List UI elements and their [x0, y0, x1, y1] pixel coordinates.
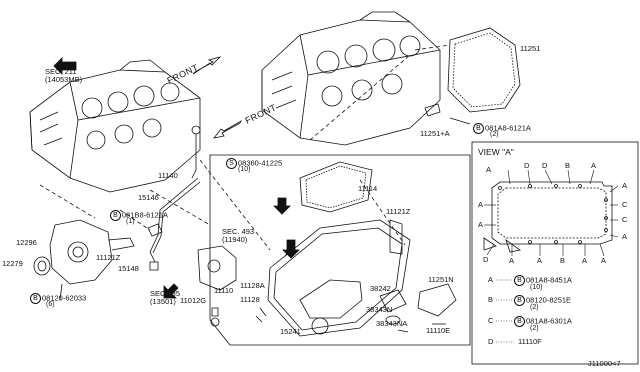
- view-a-bottom-marker: A: [582, 256, 588, 265]
- legend-dots: [496, 279, 514, 343]
- view-a-right-marker: C: [622, 215, 628, 224]
- sec135-ref: (13501): [150, 297, 176, 306]
- leader-lines: [39, 44, 451, 251]
- part-12279: 12279: [2, 259, 23, 268]
- bracket-11251n: [417, 283, 457, 325]
- oil-dipstick: [149, 125, 201, 263]
- b-circle-icon: B: [514, 295, 525, 306]
- part-11121z-left: 11121Z: [96, 253, 121, 262]
- cylinder-block-center: [261, 11, 441, 146]
- b-circle-icon: B: [514, 316, 525, 327]
- sec211-ref: (14053MB): [45, 75, 83, 84]
- oil-strainer: [379, 289, 409, 333]
- view-a-marker-leaders: [484, 169, 619, 257]
- oil-filter: [147, 223, 163, 271]
- legend-key: D: [488, 337, 494, 346]
- part-11251: 11251: [520, 44, 541, 53]
- legend-key: C: [488, 316, 494, 325]
- view-a-oilpan-outline: [483, 181, 613, 253]
- part-15241: 15241: [280, 327, 301, 336]
- legend-part: 11110F: [518, 337, 542, 346]
- bolt-b-left-qty: (6): [46, 301, 55, 308]
- sec135-label: SEC.135: [150, 289, 181, 298]
- legend-key: B: [488, 295, 494, 304]
- bolt-b-right-qty: (2): [490, 131, 499, 138]
- bolt-b-mid-qty: (1): [126, 218, 135, 225]
- sec493-label: SEC. 493: [222, 227, 255, 236]
- sec211-label: SEC. 211: [45, 67, 77, 76]
- view-a-top-marker: D: [542, 161, 548, 170]
- part-15146: 15146: [138, 193, 159, 202]
- b-circle-icon: B: [514, 275, 525, 286]
- part-11012g: 11012G: [180, 296, 207, 305]
- oil-pan: [255, 219, 411, 337]
- cylinder-block-left: [29, 59, 201, 193]
- view-a-bottom-marker: A: [509, 256, 515, 265]
- part-11114: 11114: [358, 184, 378, 193]
- view-a-top-marker: B: [565, 161, 571, 170]
- legend-qty: (2): [530, 304, 539, 311]
- part-38343n: 38343N: [366, 305, 393, 314]
- b-circle-icon: B: [473, 123, 484, 134]
- view-a-bottom-left-marker: D: [483, 255, 489, 264]
- b-circle-icon: B: [30, 293, 41, 304]
- view-a-left-marker: A: [478, 220, 484, 229]
- group-frame: [209, 154, 471, 346]
- part-38343na: 38343NA: [376, 319, 408, 328]
- legend-qty: (2): [530, 325, 539, 332]
- part-11251-a: 11251+A: [420, 129, 450, 138]
- part-11140: 11140: [158, 171, 178, 180]
- view-a-top-left-marker: A: [486, 165, 492, 174]
- view-a-bottom-marker: A: [537, 256, 543, 265]
- part-11128: 11128: [240, 295, 260, 304]
- view-a-title: VIEW "A": [478, 147, 514, 157]
- sec135-arrow: [163, 283, 179, 299]
- s-bolt-qty: (10): [238, 166, 251, 173]
- arrow-a-label: A: [285, 249, 291, 258]
- s-circle-icon: S: [226, 158, 237, 169]
- footer-code: J11000<7: [588, 359, 621, 368]
- b-circle-icon: B: [110, 210, 121, 221]
- view-a-bottom-marker: B: [560, 256, 566, 265]
- part-11251n: 11251N: [428, 275, 454, 284]
- view-a-right-marker: A: [622, 232, 628, 241]
- part-11121z-right: 11121Z: [386, 207, 411, 216]
- part-11110e: 11110E: [426, 326, 451, 335]
- view-a-top-marker: D: [524, 161, 530, 170]
- part-11128a: 11128A: [240, 281, 265, 290]
- view-a-bottom-marker: A: [601, 256, 607, 265]
- view-a-right-marker: A: [622, 181, 628, 190]
- legend-qty: (10): [530, 284, 543, 291]
- part-11110: 11110: [214, 286, 234, 295]
- part-38242: 38242: [370, 284, 391, 293]
- view-a-top-marker: A: [591, 161, 597, 170]
- front-arrows: [53, 56, 300, 259]
- part-12296: 12296: [16, 238, 37, 247]
- part-15148: 15148: [118, 264, 139, 273]
- rear-cover-gasket: [424, 27, 521, 125]
- front-cover: [33, 219, 135, 301]
- legend-key: A: [488, 275, 494, 284]
- view-a-left-marker: A: [478, 200, 484, 209]
- oil-pan-gasket: [299, 161, 373, 213]
- view-a-frame: [471, 141, 639, 365]
- view-a-right-marker: C: [622, 200, 628, 209]
- sec493-ref: (11940): [222, 235, 248, 244]
